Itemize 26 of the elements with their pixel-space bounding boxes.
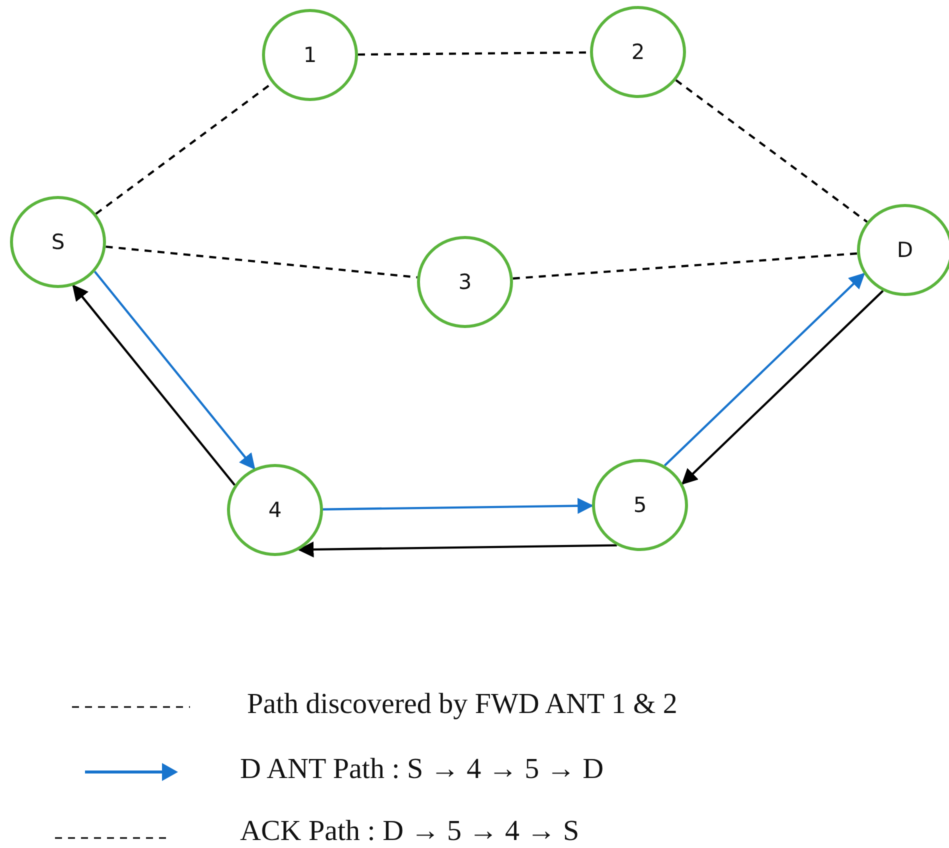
arrow [298,541,617,558]
node-circle [857,204,949,296]
connector-line [675,79,868,223]
node-label: 3 [458,270,472,294]
arrow [681,290,884,485]
node-label: 5 [633,493,647,517]
arrow [322,498,594,514]
node-label: 1 [303,43,317,67]
node-circle [417,236,513,328]
connector-line [106,246,418,278]
arrow [94,270,256,470]
legend-text: Path discovered by FWD ANT 1 & 2 [247,690,678,719]
node-circle [262,9,358,101]
node-circle [10,196,106,288]
node-label: 2 [631,40,645,64]
arrow [72,284,236,486]
node-label: D [896,238,914,262]
legend-text: D ANT Path : S → 4 → 5 → D [240,755,604,784]
node-label: 4 [268,498,282,522]
node-circle [590,6,686,98]
node-circle [592,459,688,551]
node-circle [227,464,323,556]
node-label: S [51,230,65,254]
legend-text: ACK Path : D → 5 → 4 → S [240,817,580,846]
arrow [664,272,866,466]
connector-line [512,252,858,280]
